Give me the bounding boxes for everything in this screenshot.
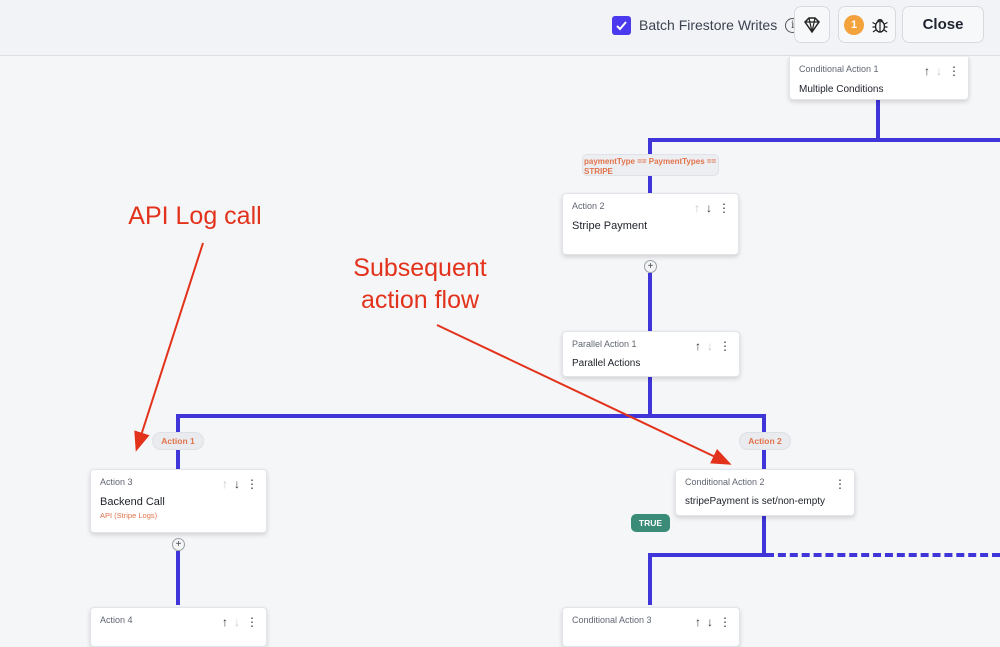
card-controls: ↑ ↓ ⋮ (694, 201, 730, 215)
add-action-button[interactable]: + (172, 538, 185, 551)
conditional-action-2-card[interactable]: Conditional Action 2 stripePayment is se… (675, 469, 855, 516)
card-controls: ⋮ (834, 477, 846, 491)
move-down-icon: ↓ (936, 64, 942, 78)
subsequent-annotation-line-2: action flow (360, 286, 480, 314)
more-vert-icon[interactable]: ⋮ (246, 477, 258, 491)
connector-line (648, 553, 652, 605)
move-up-icon[interactable]: ↑ (695, 339, 701, 353)
true-branch-pill[interactable]: TRUE (631, 514, 670, 532)
move-up-icon: ↑ (694, 201, 700, 215)
card-subtitle: Action 2 (572, 201, 605, 211)
card-title: Stripe Payment (572, 220, 648, 232)
connector-line (648, 553, 766, 557)
card-controls: ↑ ↓ ⋮ (222, 477, 258, 491)
card-title: stripePayment is set/non-empty (685, 496, 826, 507)
batch-firestore-writes[interactable]: Batch Firestore Writes i (612, 14, 801, 36)
move-up-icon[interactable]: ↑ (695, 615, 701, 629)
action-4-card[interactable]: Action 4 ↑ ↓ ⋮ (90, 607, 267, 647)
issue-count-badge: 1 (844, 14, 864, 35)
action-3-card[interactable]: Action 3 Backend Call API (Stripe Logs) … (90, 469, 267, 533)
move-up-icon: ↑ (222, 477, 228, 491)
move-up-icon[interactable]: ↑ (924, 64, 930, 78)
card-subtitle: Conditional Action 1 (799, 64, 879, 74)
card-controls: ↑ ↓ ⋮ (695, 615, 731, 629)
connector-line (648, 273, 652, 331)
more-vert-icon[interactable]: ⋮ (718, 201, 730, 215)
connector-line (876, 100, 880, 140)
conditional-action-1-card[interactable]: Conditional Action 1 Multiple Conditions… (789, 57, 969, 100)
action-flow-canvas[interactable]: Conditional Action 1 Multiple Conditions… (0, 57, 1000, 647)
move-down-icon: ↓ (707, 339, 713, 353)
action-2-card[interactable]: Action 2 Stripe Payment ↑ ↓ ⋮ (562, 193, 739, 255)
more-vert-icon[interactable]: ⋮ (719, 339, 731, 353)
ai-agent-button[interactable] (794, 6, 830, 43)
more-vert-icon[interactable]: ⋮ (948, 64, 960, 78)
false-branch-dashed-line (766, 553, 1000, 557)
branch-action-1-pill[interactable]: Action 1 (152, 432, 204, 450)
card-subtitle: Conditional Action 3 (572, 615, 652, 625)
more-vert-icon[interactable]: ⋮ (246, 615, 258, 629)
move-down-icon[interactable]: ↓ (707, 615, 713, 629)
connector-line (176, 414, 766, 418)
branch-action-2-pill[interactable]: Action 2 (739, 432, 791, 450)
move-down-icon: ↓ (234, 615, 240, 629)
connector-line (648, 138, 1000, 142)
connector-line (648, 377, 652, 417)
close-button[interactable]: Close (902, 6, 984, 43)
subsequent-annotation-line-1: Subsequent (353, 254, 487, 282)
card-controls: ↑ ↓ ⋮ (924, 64, 960, 78)
close-label: Close (922, 16, 964, 33)
conditional-action-3-card[interactable]: Conditional Action 3 ↑ ↓ ⋮ (562, 607, 740, 647)
connector-line (762, 516, 766, 556)
check-icon (616, 20, 627, 30)
connector-line (176, 551, 180, 605)
card-title: Multiple Conditions (799, 84, 884, 95)
card-title: Backend Call (100, 496, 165, 508)
bug-icon (872, 18, 888, 33)
move-down-icon[interactable]: ↓ (234, 477, 240, 491)
add-action-button[interactable]: + (644, 260, 657, 273)
debug-button[interactable]: 1 (838, 6, 896, 43)
move-up-icon[interactable]: ↑ (222, 615, 228, 629)
card-title: Parallel Actions (572, 358, 641, 369)
card-controls: ↑ ↓ ⋮ (695, 339, 731, 353)
card-description: API (Stripe Logs) (100, 511, 158, 520)
gem-icon (804, 16, 820, 33)
parallel-action-1-card[interactable]: Parallel Action 1 Parallel Actions ↑ ↓ ⋮ (562, 331, 740, 377)
top-toolbar: Batch Firestore Writes i 1 Close (0, 0, 1000, 56)
condition-label[interactable]: paymentType == PaymentTypes == STRIPE (582, 154, 719, 176)
more-vert-icon[interactable]: ⋮ (719, 615, 731, 629)
card-subtitle: Action 4 (100, 615, 133, 625)
batch-writes-label: Batch Firestore Writes (639, 17, 778, 33)
batch-writes-checkbox[interactable] (612, 15, 631, 35)
more-vert-icon[interactable]: ⋮ (834, 477, 846, 491)
card-controls: ↑ ↓ ⋮ (222, 615, 258, 629)
api-log-annotation: API Log call (128, 202, 262, 230)
move-down-icon[interactable]: ↓ (706, 201, 712, 215)
card-subtitle: Conditional Action 2 (685, 477, 765, 487)
card-subtitle: Action 3 (100, 477, 133, 487)
